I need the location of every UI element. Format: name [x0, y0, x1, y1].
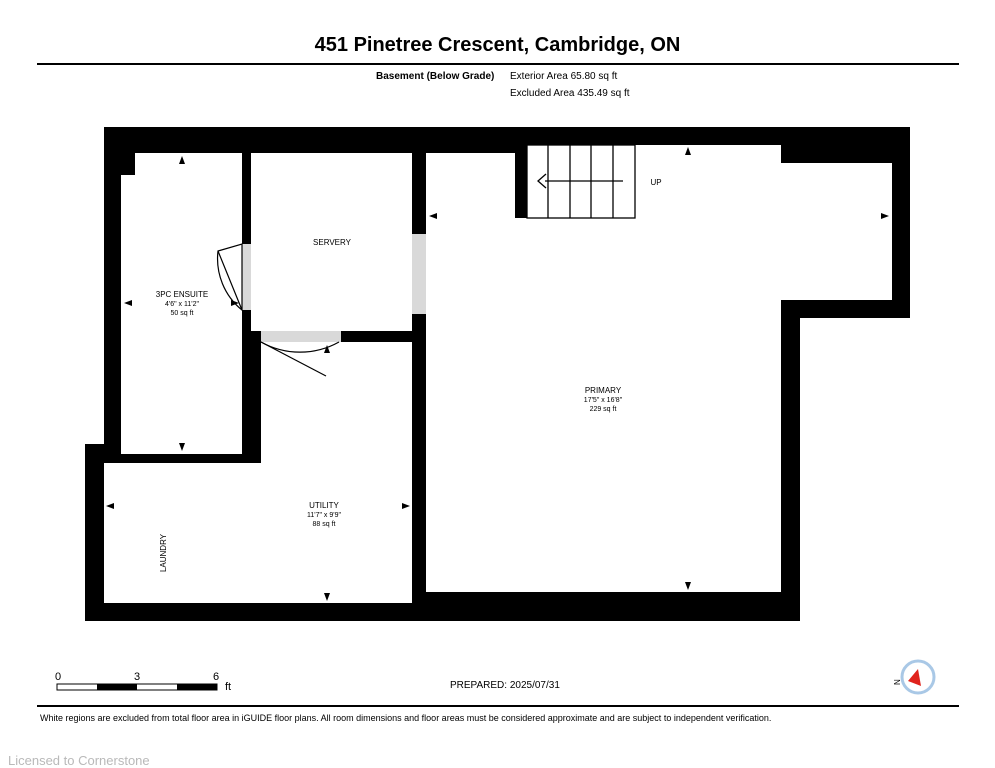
servery-door-opening — [242, 244, 251, 310]
ensuite-name: 3PC ENSUITE — [156, 290, 208, 299]
utility-door-leaf — [260, 341, 327, 377]
utility-floor — [104, 463, 412, 603]
servery-floor — [251, 153, 412, 331]
utility-name: UTILITY — [309, 501, 339, 510]
dimension-arrows — [106, 147, 889, 601]
arrow-down-icon — [685, 582, 691, 590]
laundry-label: LAUNDRY — [159, 533, 168, 572]
ensuite-notch — [121, 153, 135, 175]
scale-unit: ft — [225, 681, 232, 693]
utility-door-opening — [261, 331, 341, 342]
watermark: Licensed to Cornerstone — [8, 753, 150, 768]
primary-name: PRIMARY — [585, 386, 622, 395]
arrow-left-icon — [106, 503, 114, 509]
arrow-down-icon — [324, 593, 330, 601]
arrow-down-icon — [179, 443, 185, 451]
scale-bar — [56, 683, 218, 691]
arrow-left-icon — [429, 213, 437, 219]
arrow-right-icon — [402, 503, 410, 509]
primary-area: 229 sq ft — [590, 406, 617, 413]
scale-tick-3: 3 — [134, 671, 141, 683]
arrow-left-icon — [124, 300, 132, 306]
primary-door-opening — [412, 234, 426, 314]
stairs-arrow-icon — [537, 173, 547, 189]
scale-tick-0: 0 — [55, 671, 62, 683]
utility-dims: 11'7" x 9'9" — [307, 512, 341, 519]
servery-name: SERVERY — [313, 238, 352, 247]
ensuite-floor — [121, 153, 242, 454]
compass-icon: N — [893, 659, 936, 695]
exterior-area: Exterior Area 65.80 sq ft — [510, 71, 618, 82]
excluded-area: Excluded Area 435.49 sq ft — [510, 88, 630, 99]
servery-door-leaf — [217, 250, 243, 311]
ensuite-dims: 4'6" x 11'2" — [165, 301, 199, 308]
arrow-up-icon — [685, 147, 691, 155]
prepared-date: PREPARED: 2025/07/31 — [450, 680, 560, 691]
primary-dims: 17'5" x 16'8" — [584, 397, 623, 404]
utility-area: 88 sq ft — [313, 521, 336, 528]
arrow-right-icon — [881, 213, 889, 219]
stairs — [526, 144, 636, 219]
floor-label: Basement (Below Grade) — [376, 71, 495, 82]
arrow-up-icon — [324, 345, 330, 353]
arrow-up-icon — [179, 156, 185, 164]
header-rule — [37, 63, 959, 65]
scale-tick-6: 6 — [213, 671, 220, 683]
disclaimer: White regions are excluded from total fl… — [40, 713, 772, 723]
stairs-label: UP — [650, 178, 661, 187]
page-title: 451 Pinetree Crescent, Cambridge, ON — [314, 34, 681, 56]
servery-door-swing — [216, 243, 243, 312]
footer-rule — [37, 705, 959, 707]
arrow-right-icon — [231, 300, 239, 306]
utility-floor-upper — [261, 342, 412, 467]
stair-wall — [515, 145, 527, 218]
north-arrow-icon: N — [893, 679, 902, 685]
primary-floor — [426, 145, 892, 592]
ensuite-area: 50 sq ft — [171, 310, 194, 317]
